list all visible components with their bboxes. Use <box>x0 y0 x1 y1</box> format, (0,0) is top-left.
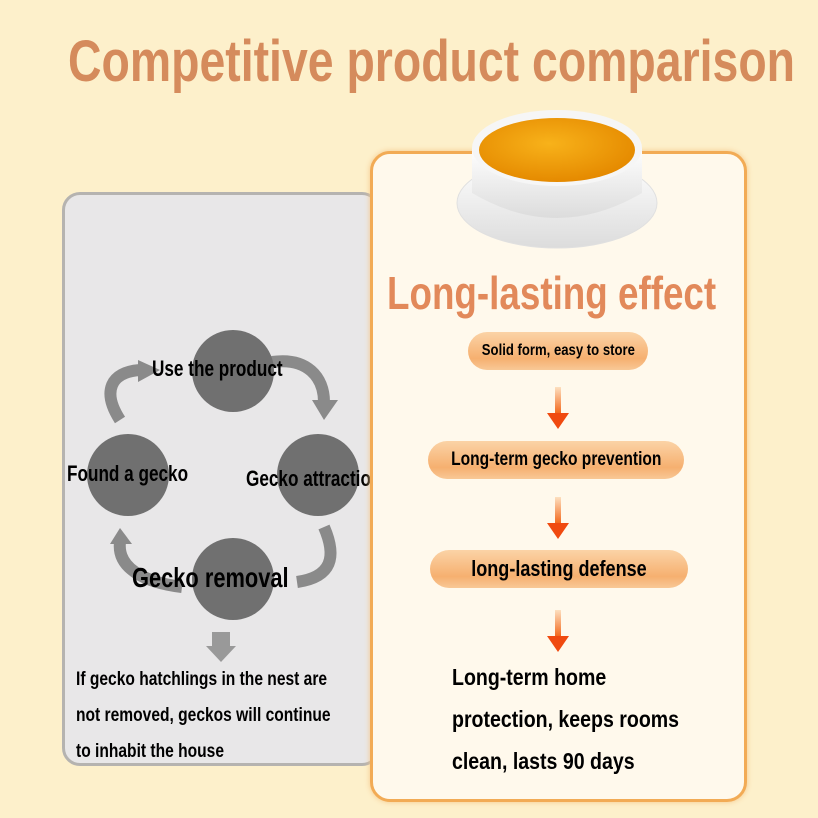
step-pill: long-lasting defense <box>430 550 688 588</box>
result-line: clean, lasts 90 days <box>452 748 635 774</box>
cycle-label-found-gecko: Found a gecko <box>67 461 189 486</box>
product-result: Long-term home protection, keeps rooms c… <box>452 656 679 782</box>
note-line: to inhabit the house <box>76 741 225 762</box>
down-arrow-icon <box>547 387 569 429</box>
cycle-node-bottom <box>192 538 274 620</box>
step-label: Solid form, easy to store <box>481 342 635 359</box>
note-line: If gecko hatchlings in the nest are <box>76 669 328 690</box>
step-pill: Long-term gecko prevention <box>428 441 684 479</box>
down-arrow-icon <box>206 646 236 662</box>
product-cup-image <box>456 110 658 249</box>
cycle-node-right <box>277 434 359 516</box>
step-pill: Solid form, easy to store <box>468 332 648 370</box>
cycle-label-gecko-removal: Gecko removal <box>132 562 289 593</box>
cycle-label-use-product: Use the product <box>152 356 283 381</box>
step-label: Long-term gecko prevention <box>450 449 662 470</box>
arrowhead-icon <box>138 360 160 382</box>
cycle-arrow-left <box>104 364 141 424</box>
product-heading: Long-lasting effect <box>387 267 717 319</box>
result-line: protection, keeps rooms <box>452 706 680 732</box>
cycle-arrow-bottom-right <box>295 524 337 588</box>
cycle-arrow-bottom-left <box>113 541 183 593</box>
page-title: Competitive product comparison <box>68 29 796 94</box>
down-arrow-icon <box>547 497 569 539</box>
arrowhead-icon <box>312 400 338 420</box>
cycle-label-gecko-attraction: Gecko attraction <box>246 466 382 491</box>
down-arrow-icon <box>212 632 230 646</box>
cycle-arrow-right <box>271 355 330 403</box>
cycle-node-left <box>87 434 169 516</box>
note-line: not removed, geckos will continue <box>76 705 331 726</box>
competitor-note: If gecko hatchlings in the nest are not … <box>76 662 331 770</box>
arrowhead-icon <box>110 528 132 544</box>
cycle-arrows <box>104 355 338 662</box>
cycle-node-top <box>192 330 274 412</box>
result-line: Long-term home <box>452 664 607 690</box>
step-label: long-lasting defense <box>471 556 647 581</box>
down-arrow-icon <box>547 610 569 652</box>
